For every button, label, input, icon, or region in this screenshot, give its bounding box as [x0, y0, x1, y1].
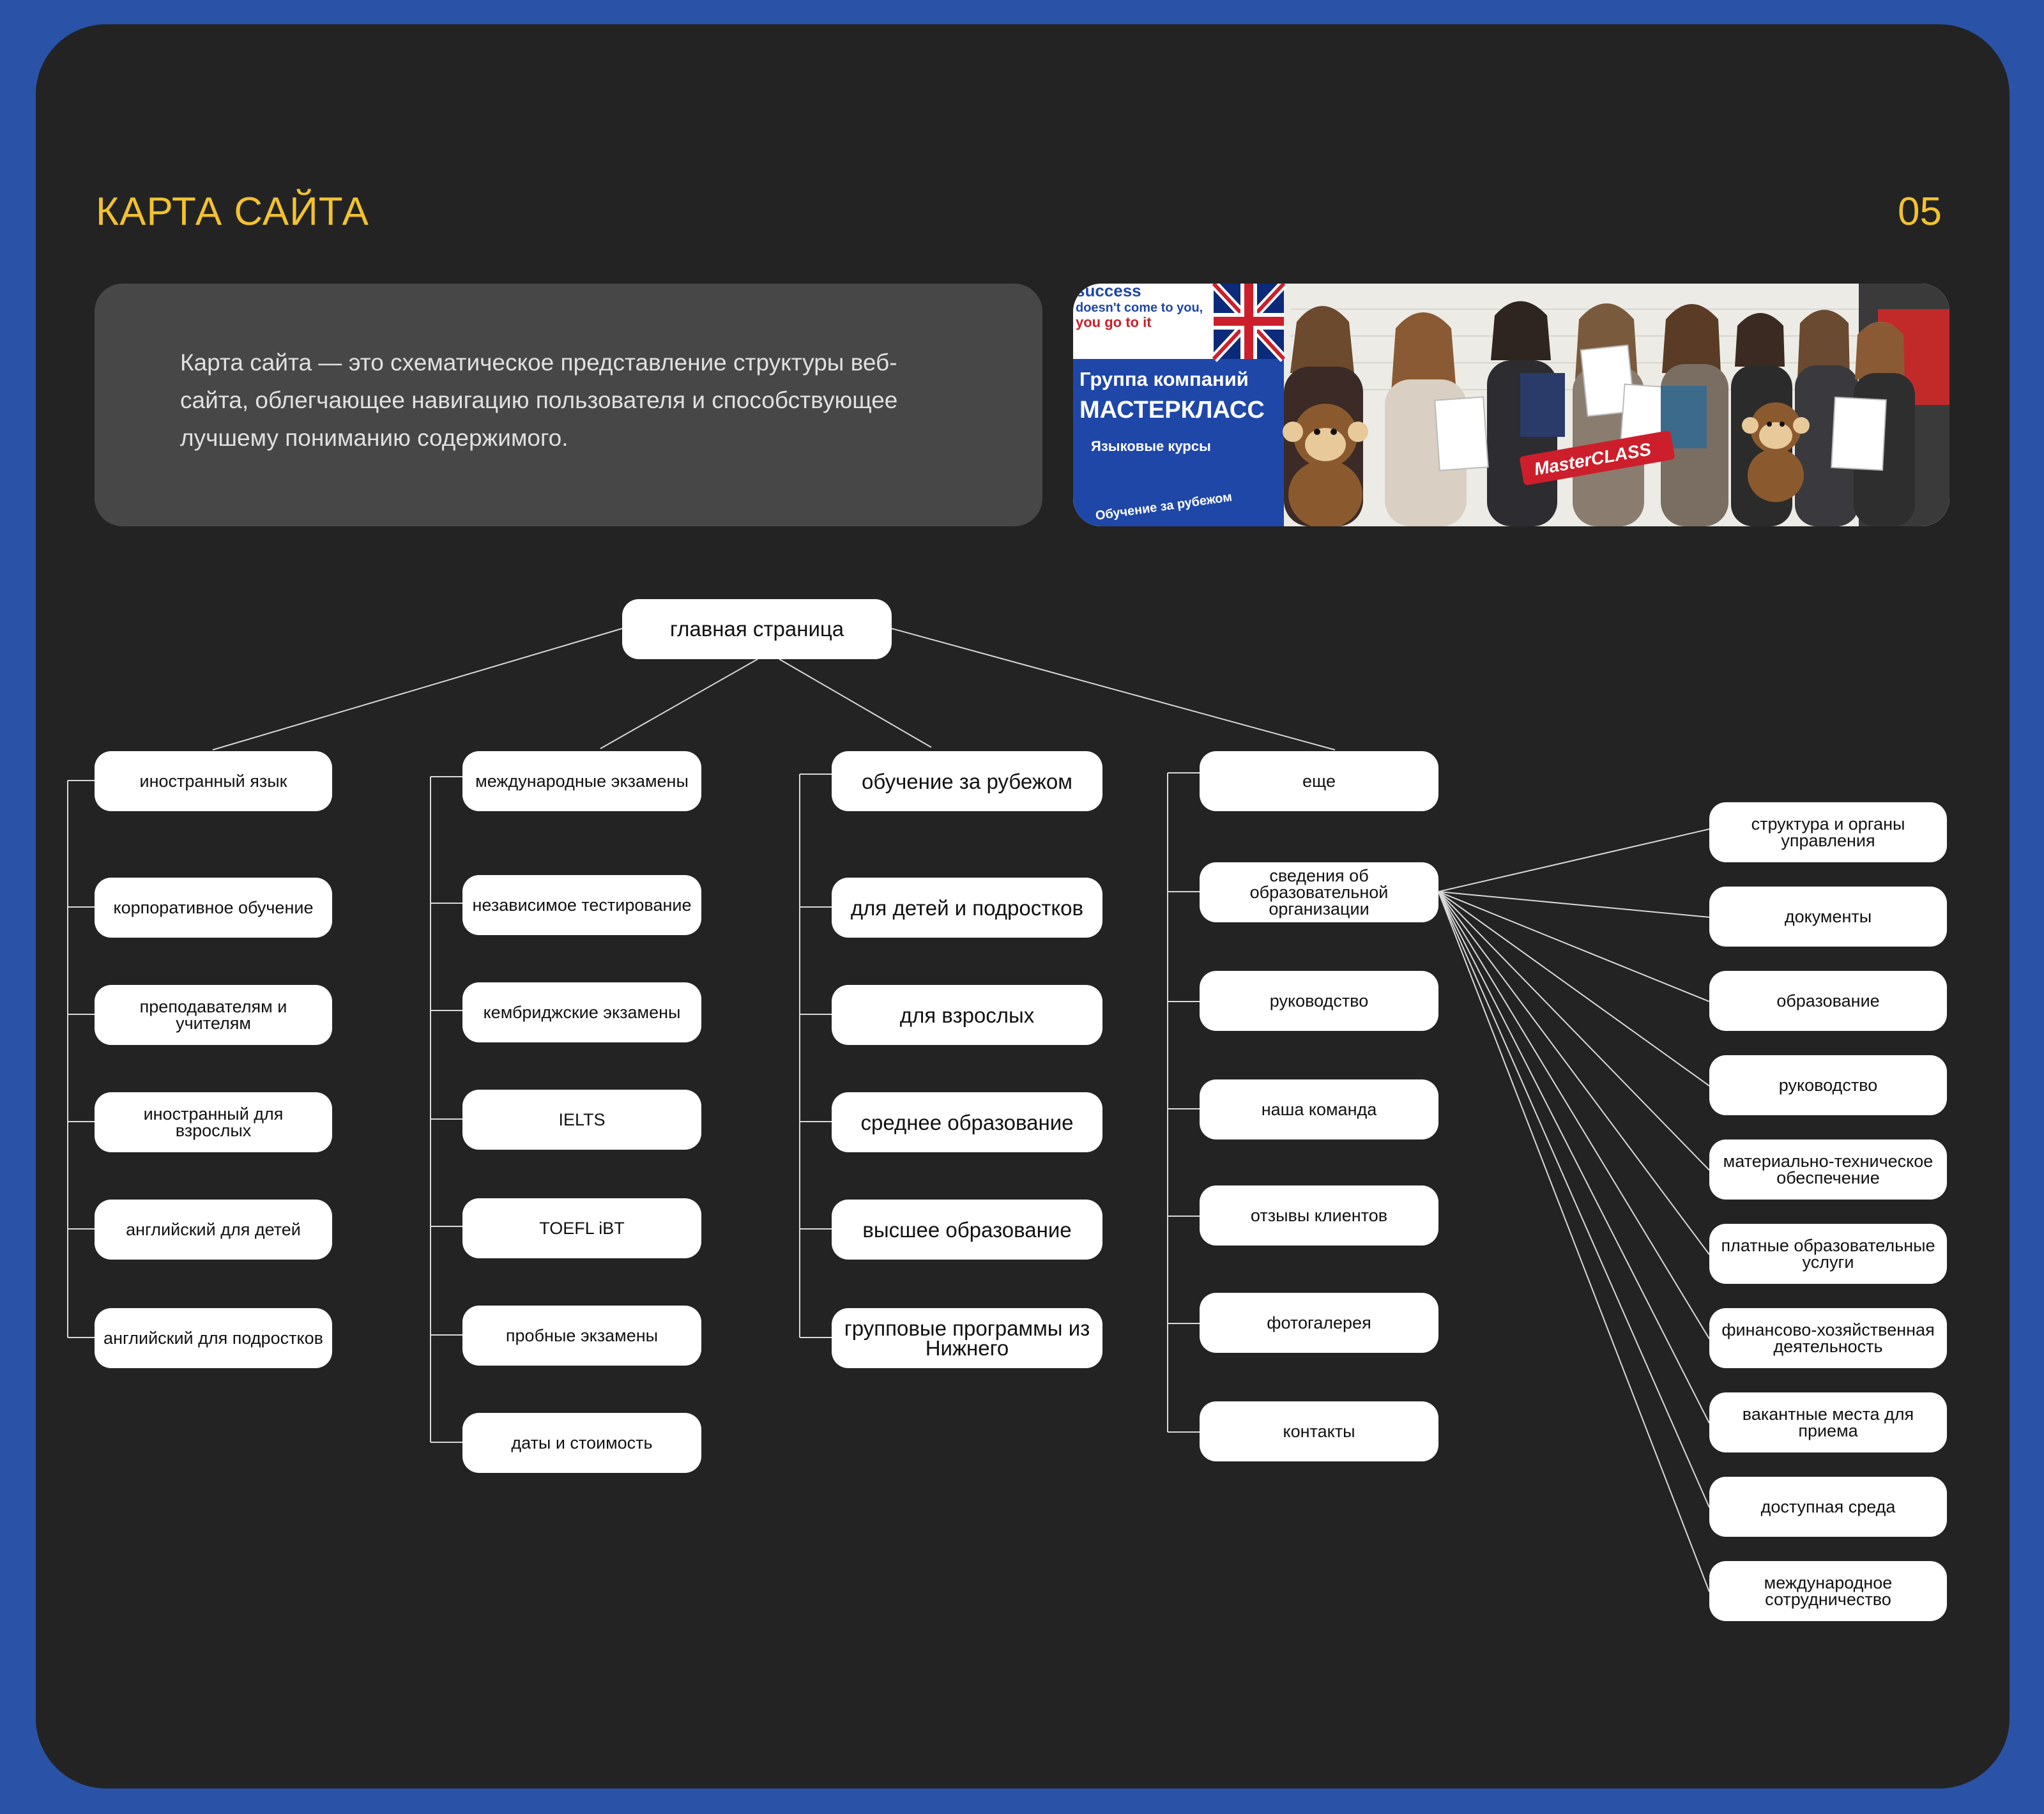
- node-col1-2[interactable]: корпоративное обучение: [95, 878, 332, 938]
- page-number: 05: [1898, 190, 1942, 234]
- intro-box: Карта сайта — это схематическое представ…: [95, 284, 1042, 526]
- node-col4-7[interactable]: контакты: [1200, 1401, 1438, 1461]
- node-col5-9[interactable]: доступная среда: [1709, 1477, 1947, 1537]
- node-col5-4[interactable]: руководство: [1709, 1055, 1947, 1115]
- node-col4-2[interactable]: сведения об образовательной организации: [1200, 862, 1438, 922]
- node-col3-3[interactable]: для взрослых: [832, 985, 1102, 1045]
- node-col2-3[interactable]: кембриджские экзамены: [462, 982, 701, 1042]
- node-col5-3[interactable]: образование: [1709, 971, 1947, 1031]
- node-col2-2[interactable]: независимое тестирование: [462, 875, 701, 935]
- intro-text: Карта сайта — это схематическое представ…: [180, 349, 898, 451]
- node-col2-4[interactable]: IELTS: [462, 1090, 701, 1150]
- node-col5-2[interactable]: документы: [1709, 887, 1947, 947]
- sign-line-2: doesn't come to you,: [1076, 301, 1203, 315]
- node-col2-1[interactable]: международные экзамены: [462, 751, 701, 811]
- node-col4-5[interactable]: отзывы клиентов: [1200, 1185, 1438, 1246]
- node-col1-6[interactable]: английский для подростков: [95, 1308, 332, 1368]
- node-col3-1[interactable]: обучение за рубежом: [832, 751, 1102, 811]
- node-col1-5[interactable]: английский для детей: [95, 1200, 332, 1260]
- node-col4-3[interactable]: руководство: [1200, 971, 1438, 1031]
- node-col4-6[interactable]: фотогалерея: [1200, 1293, 1438, 1353]
- sign-line-3: you go to it: [1076, 314, 1152, 330]
- banner-title-1: Группа компаний: [1079, 368, 1249, 390]
- node-col3-2[interactable]: для детей и подростков: [832, 878, 1102, 938]
- group-photo: success doesn't come to you, you go to i…: [1073, 284, 1949, 526]
- banner-sub: Языковые курсы: [1091, 438, 1211, 454]
- node-col4-1[interactable]: еще: [1200, 751, 1438, 811]
- node-col3-4[interactable]: среднее образование: [832, 1092, 1102, 1152]
- node-col1-3[interactable]: преподавателям и учителям: [95, 985, 332, 1045]
- node-col3-5[interactable]: высшее образование: [832, 1200, 1102, 1260]
- node-col5-10[interactable]: международное сотрудничество: [1709, 1561, 1947, 1621]
- node-col1-4[interactable]: иностранный для взрослых: [95, 1092, 332, 1152]
- node-col5-7[interactable]: финансово-хозяйственная деятельность: [1709, 1308, 1947, 1368]
- node-col3-6[interactable]: групповые программы из Нижнего: [832, 1308, 1102, 1368]
- node-col2-6[interactable]: пробные экзамены: [462, 1306, 701, 1366]
- page-title: КАРТА САЙТА: [96, 190, 369, 234]
- node-col4-4[interactable]: наша команда: [1200, 1079, 1438, 1139]
- node-col2-7[interactable]: даты и стоимость: [462, 1413, 701, 1473]
- node-col5-6[interactable]: платные образовательные услуги: [1709, 1224, 1947, 1284]
- banner-title-2: МАСТЕРКЛАСС: [1079, 397, 1265, 423]
- node-col1-1[interactable]: иностранный язык: [95, 751, 332, 811]
- node-col5-8[interactable]: вакантные места для приема: [1709, 1392, 1947, 1452]
- group-photo-illustration: success doesn't come to you, you go to i…: [1073, 284, 1949, 526]
- node-col5-5[interactable]: материально-техническое обеспечение: [1709, 1139, 1947, 1200]
- node-root[interactable]: главная страница: [622, 599, 892, 659]
- node-col5-1[interactable]: структура и органы управления: [1709, 802, 1947, 862]
- node-col2-5[interactable]: TOEFL iBT: [462, 1198, 701, 1258]
